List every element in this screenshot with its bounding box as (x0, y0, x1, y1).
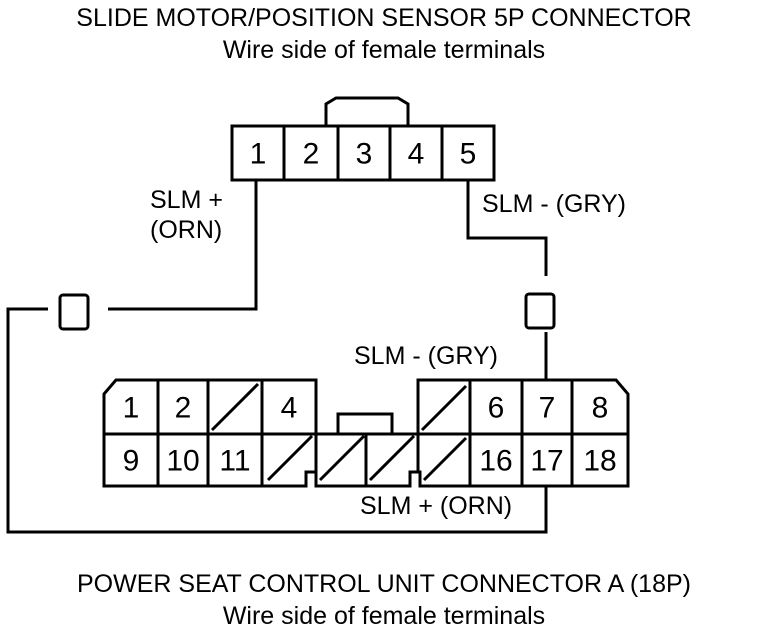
top-pin-2: 2 (303, 138, 320, 171)
slm-minus-label-bottom: SLM - (GRY) (354, 342, 498, 370)
bottom-pin-16: 16 (479, 445, 512, 478)
slm-plus-color-top: (ORN) (150, 216, 222, 244)
top-connector-body (230, 124, 496, 182)
bottom-connector-left-block (102, 378, 318, 436)
slm-minus-label-top: SLM - (GRY) (482, 190, 626, 218)
bottom-connector-lower-row (102, 432, 630, 488)
top-pin-4: 4 (408, 138, 425, 171)
slm-minus-wire-upper (466, 180, 548, 276)
slm-plus-inline-connector (58, 293, 90, 331)
bottom-pin-1: 1 (123, 392, 140, 425)
top-pin-5: 5 (460, 138, 477, 171)
bottom-pin-17: 17 (530, 445, 563, 478)
slm-minus-inline-connector (524, 292, 556, 330)
bottom-connector-right-block (416, 378, 630, 436)
slm-plus-wire-upper (108, 180, 258, 311)
top-connector-subtitle: Wire side of female terminals (222, 36, 546, 64)
bottom-pin-4: 4 (281, 392, 298, 425)
bottom-pin-11: 11 (219, 445, 250, 478)
top-pin-1: 1 (250, 138, 267, 171)
bottom-pin-18: 18 (583, 445, 616, 478)
top-pin-3: 3 (356, 138, 373, 171)
bottom-pin-6: 6 (488, 392, 505, 425)
bottom-pin-8: 8 (592, 392, 609, 425)
bottom-connector-subtitle: Wire side of female terminals (222, 602, 546, 630)
slm-plus-label-bottom: SLM + (ORN) (360, 492, 512, 520)
top-connector-latch (324, 96, 410, 126)
slm-plus-label-top: SLM + (150, 186, 223, 214)
slm-plus-wire-lower (6, 307, 548, 534)
bottom-connector-title: POWER SEAT CONTROL UNIT CONNECTOR A (18P… (77, 570, 691, 598)
bottom-pin-2: 2 (175, 392, 192, 425)
top-connector-title: SLIDE MOTOR/POSITION SENSOR 5P CONNECTOR (76, 4, 692, 32)
bottom-connector-latch (336, 412, 394, 436)
bottom-pin-10: 10 (166, 445, 199, 478)
bottom-pin-7: 7 (539, 392, 556, 425)
bottom-pin-9: 9 (123, 445, 140, 478)
